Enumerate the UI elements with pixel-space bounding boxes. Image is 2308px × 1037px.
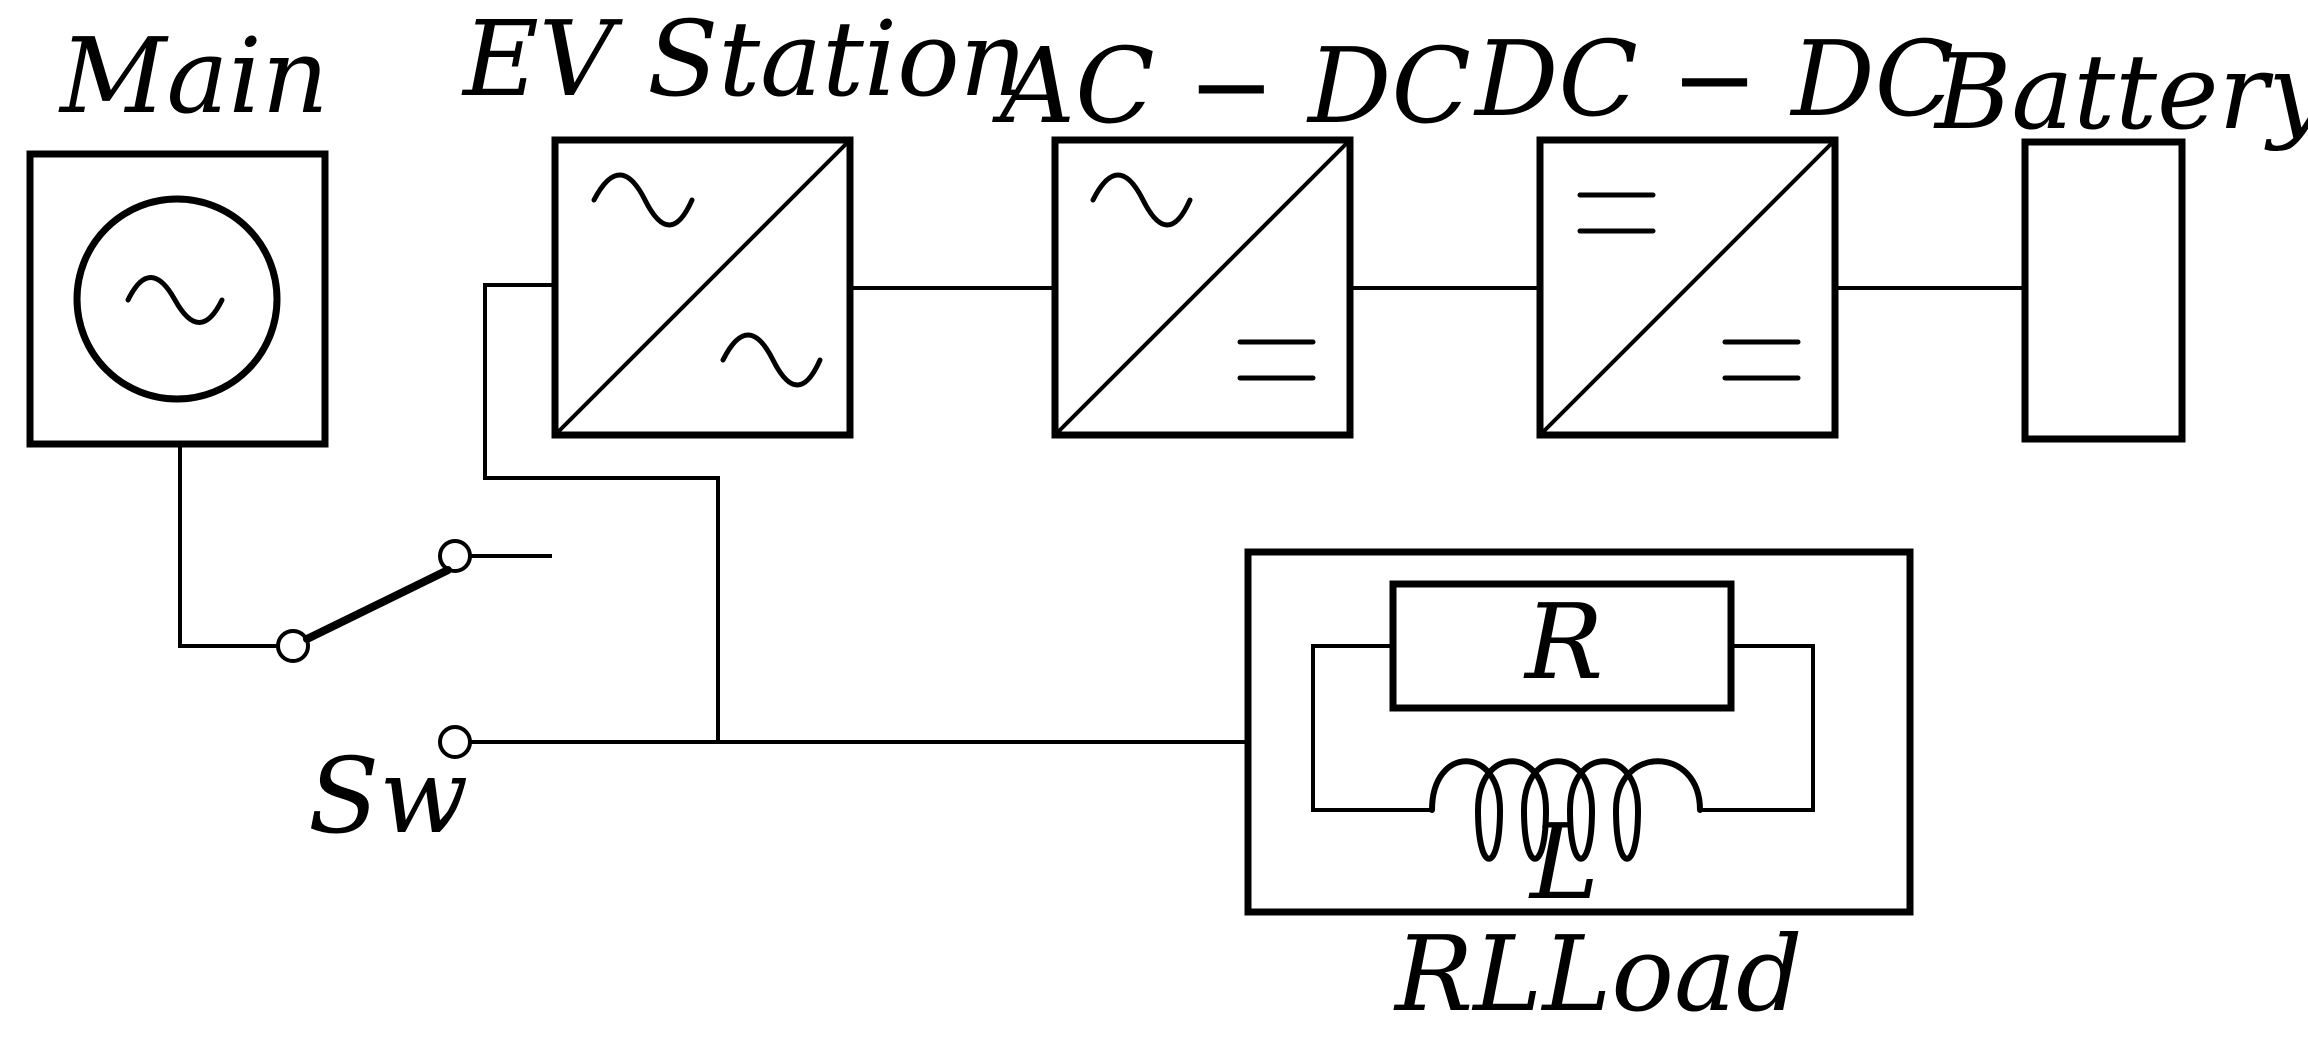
main-source <box>26 150 329 448</box>
dc-dc-converter <box>1536 136 1839 439</box>
ac-wave-icon <box>125 275 225 325</box>
switch <box>276 539 552 759</box>
dc-dc-label: DC − DC <box>1473 18 1954 140</box>
inductor-label: L <box>1528 801 1599 923</box>
main-label: Main <box>58 15 329 137</box>
resistor-label: R <box>1523 581 1603 703</box>
main-to-switch-wire <box>178 444 278 648</box>
battery-label: Battery <box>1933 31 2308 153</box>
ac-dc-label: AC − DC <box>992 25 1471 147</box>
ac-dc-converter <box>1051 136 1354 439</box>
inductor-coil-icon <box>1429 758 1703 862</box>
ev-station-converter <box>551 136 854 439</box>
ev-input-wire <box>483 283 720 742</box>
ac-wave-icon <box>591 172 695 228</box>
ac-wave-icon <box>720 332 823 388</box>
ac-wave-icon <box>1090 172 1193 228</box>
rl-load <box>1244 548 1914 916</box>
ev-station-label: EV Station <box>461 0 1027 120</box>
battery <box>2021 138 2186 443</box>
switch-label: Sw <box>308 735 468 857</box>
rl-load-label: RLLoad <box>1393 913 1803 1035</box>
